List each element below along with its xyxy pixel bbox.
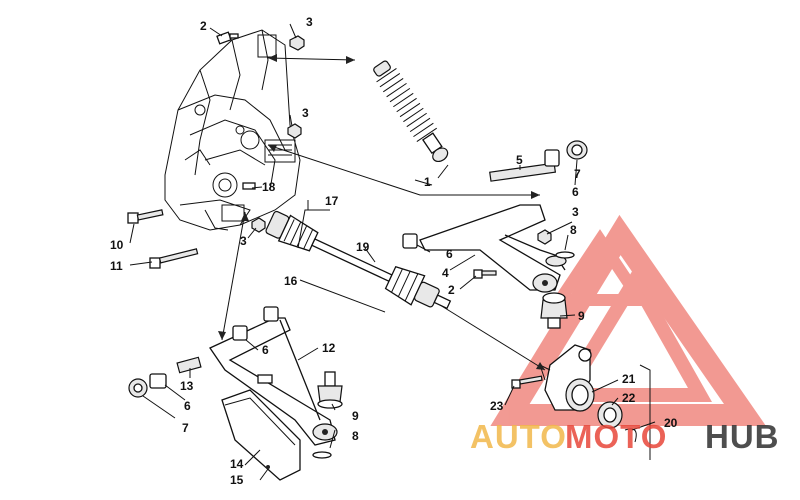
- callout-6-upper-left: 6: [446, 247, 453, 261]
- vehicle-frame: [164, 29, 301, 231]
- callout-5: 5: [516, 153, 523, 167]
- callout-15: 15: [230, 473, 244, 487]
- pin-18: [242, 182, 256, 190]
- callout-21: 21: [622, 372, 636, 386]
- callout-1: 1: [424, 175, 431, 189]
- nut-3-mid: [287, 123, 302, 139]
- leader-lines: [129, 23, 656, 481]
- callout-13: 13: [180, 379, 194, 393]
- callout-3-mid: 3: [302, 106, 309, 120]
- shock-absorber: [373, 60, 449, 163]
- callout-3-frame: 3: [240, 234, 247, 248]
- bolt-10: [127, 209, 164, 224]
- callout-22: 22: [622, 391, 636, 405]
- callout-9-upper: 9: [578, 309, 585, 323]
- callout-6-upper-right: 6: [572, 185, 579, 199]
- drive-axle: [265, 210, 452, 310]
- watermark-text: AUTO MOTO HUB: [470, 418, 780, 455]
- callout-12: 12: [322, 341, 336, 355]
- callout-8-lower: 8: [352, 429, 359, 443]
- upper-ball-joint: [540, 292, 568, 329]
- callout-3-right: 3: [572, 205, 579, 219]
- callout-6-lower-left: 6: [184, 399, 191, 413]
- watermark-word-auto: AUTO: [470, 418, 567, 455]
- bolt-2-top: [216, 31, 239, 45]
- callout-3-top: 3: [306, 15, 313, 29]
- bolt-2-arm: [473, 269, 497, 279]
- callout-11: 11: [110, 259, 123, 273]
- callout-labels: 1 2 2 3 3 3 3 4 5 6 6 6 6 7 7 8 8 9 9 10…: [110, 15, 678, 487]
- arrowheads: [218, 54, 545, 370]
- cotter-pin-8-upper: [555, 251, 575, 259]
- steering-knuckle: [539, 344, 637, 443]
- a-arm-guard: [221, 389, 301, 481]
- watermark-word-hub: HUB: [705, 418, 780, 455]
- watermark-logo-triangle: [490, 214, 767, 426]
- callout-19: 19: [356, 240, 370, 254]
- lower-ball-joint: [317, 371, 343, 409]
- callout-8-upper: 8: [570, 223, 577, 237]
- callout-16: 16: [284, 274, 298, 288]
- callout-2-top: 2: [200, 19, 207, 33]
- callout-2-arm: 2: [448, 283, 455, 297]
- callout-6-lower-right: 6: [262, 343, 269, 357]
- callout-17: 17: [325, 194, 339, 208]
- callout-7-upper: 7: [574, 167, 581, 181]
- callout-20: 20: [664, 416, 678, 430]
- callout-9-lower: 9: [352, 409, 359, 423]
- callout-18: 18: [262, 180, 276, 194]
- callout-4: 4: [442, 266, 449, 280]
- callout-14: 14: [230, 457, 244, 471]
- nut-3-right: [537, 229, 552, 245]
- lower-a-arm: [128, 306, 338, 446]
- callout-10: 10: [110, 238, 124, 252]
- nut-3-top: [289, 35, 305, 51]
- bolt-23: [511, 375, 543, 389]
- callout-7-lower: 7: [182, 421, 189, 435]
- callout-23: 23: [490, 399, 504, 413]
- cotter-pin-8-lower: [312, 451, 332, 459]
- watermark-word-moto: MOTO: [565, 418, 667, 455]
- bolt-11: [149, 248, 199, 269]
- upper-a-arm: [402, 140, 588, 293]
